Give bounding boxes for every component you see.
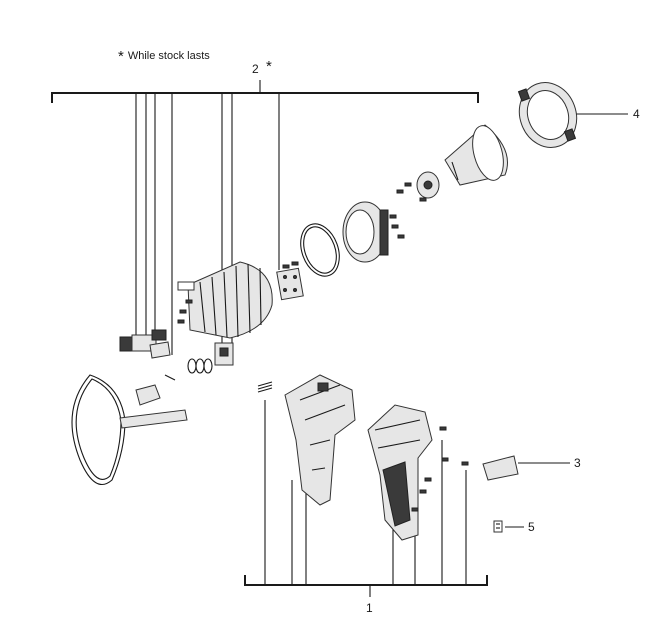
handle-screws (411, 426, 469, 512)
retaining-ring-part (517, 82, 578, 148)
callout-2-asterisk: * (266, 58, 272, 75)
handle-half-right-part (367, 404, 433, 541)
callout-3: 3 (574, 456, 581, 470)
o-ring-inner (303, 226, 337, 274)
led-plate-part (276, 261, 304, 301)
o-ring-part (300, 223, 340, 277)
switch-assembly-part (119, 329, 234, 406)
lanyard-part (71, 374, 188, 485)
bracket-1 (244, 400, 488, 597)
heat-sink-part (177, 261, 273, 339)
callout-4: 4 (633, 107, 640, 121)
handle-half-left-part (284, 374, 356, 506)
reflector-cone-part (444, 124, 508, 186)
callout-5: 5 (528, 520, 535, 534)
contact-spring-part (257, 381, 273, 393)
lens-holder-part (396, 171, 440, 202)
callout-1: 1 (366, 601, 373, 615)
callout-2: 2 (252, 62, 259, 76)
front-housing-part (342, 201, 405, 263)
clip-part (493, 520, 503, 533)
stock-note: *While stock lasts (118, 46, 210, 65)
label-badge-part (482, 455, 519, 481)
note-asterisk: * (118, 48, 124, 65)
note-text: While stock lasts (127, 50, 210, 62)
